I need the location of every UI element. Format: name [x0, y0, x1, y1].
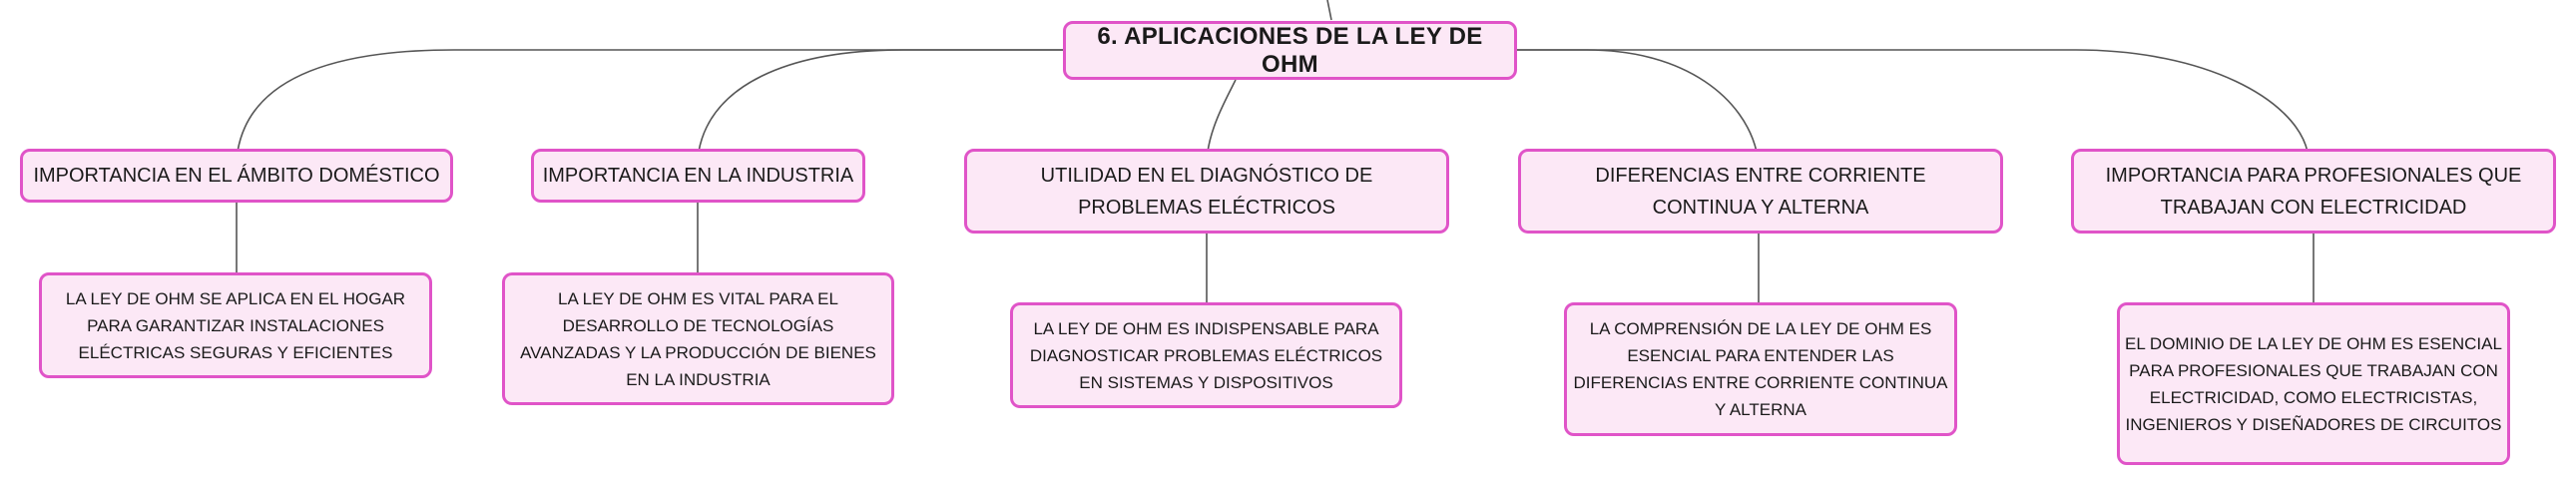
topic-professionals[interactable]: IMPORTANCIA PARA PROFESIONALES QUE TRABA… [2071, 149, 2556, 234]
connector-root-to-topic-2 [698, 49, 1065, 153]
detail-dc-ac[interactable]: LA COMPRENSIÓN DE LA LEY DE OHM ES ESENC… [1564, 302, 1957, 436]
connector-parent [1326, 0, 1332, 21]
topic-diagnostics[interactable]: UTILIDAD EN EL DIAGNÓSTICO DE PROBLEMAS … [964, 149, 1449, 234]
detail-diagnostics-text: LA LEY DE OHM ES INDISPENSABLE PARA DIAG… [1029, 318, 1383, 392]
root-topic-label: 6. APLICACIONES DE LA LEY DE OHM [1097, 22, 1483, 78]
topic-dc-ac[interactable]: DIFERENCIAS ENTRE CORRIENTE CONTINUA Y A… [1518, 149, 2003, 234]
topic-dc-ac-label: DIFERENCIAS ENTRE CORRIENTE CONTINUA Y A… [1595, 164, 1926, 219]
topic-domestic[interactable]: IMPORTANCIA EN EL ÁMBITO DOMÉSTICO [20, 149, 453, 203]
connector-root-to-topic-3 [1207, 79, 1237, 153]
root-topic[interactable]: 6. APLICACIONES DE LA LEY DE OHM [1063, 21, 1517, 80]
topic-professionals-label: IMPORTANCIA PARA PROFESIONALES QUE TRABA… [2105, 164, 2522, 219]
detail-domestic-text: LA LEY DE OHM SE APLICA EN EL HOGAR PARA… [65, 288, 406, 362]
detail-diagnostics[interactable]: LA LEY DE OHM ES INDISPENSABLE PARA DIAG… [1010, 302, 1402, 408]
detail-professionals-text: EL DOMINIO DE LA LEY DE OHM ES ESENCIAL … [2125, 333, 2502, 434]
topic-industry-label: IMPORTANCIA EN LA INDUSTRIA [542, 165, 854, 187]
detail-dc-ac-text: LA COMPRENSIÓN DE LA LEY DE OHM ES ESENC… [1573, 319, 1948, 419]
connector-root-to-topic-4 [1515, 49, 1758, 153]
detail-industry-text: LA LEY DE OHM ES VITAL PARA EL DESARROLL… [520, 288, 876, 389]
detail-professionals[interactable]: EL DOMINIO DE LA LEY DE OHM ES ESENCIAL … [2117, 302, 2510, 465]
topic-diagnostics-label: UTILIDAD EN EL DIAGNÓSTICO DE PROBLEMAS … [1040, 164, 1373, 219]
topic-domestic-label: IMPORTANCIA EN EL ÁMBITO DOMÉSTICO [33, 165, 440, 187]
detail-domestic[interactable]: LA LEY DE OHM SE APLICA EN EL HOGAR PARA… [39, 272, 432, 378]
connector-root-to-topic-5 [1515, 49, 2309, 153]
detail-industry[interactable]: LA LEY DE OHM ES VITAL PARA EL DESARROLL… [502, 272, 894, 405]
connector-root-to-topic-1 [237, 49, 1065, 153]
topic-industry[interactable]: IMPORTANCIA EN LA INDUSTRIA [531, 149, 865, 203]
